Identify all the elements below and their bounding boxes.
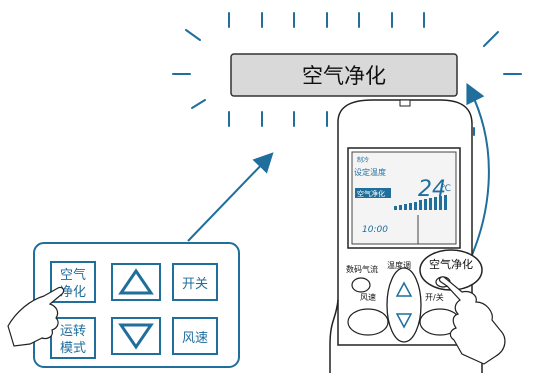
power-label: 开关 — [182, 277, 208, 292]
run-mode-label-1: 运转 — [60, 324, 86, 339]
control-panel: 空气 净化 开关 运转 模式 风速 — [7, 242, 240, 368]
fan-speed-button[interactable]: 风速 — [172, 317, 218, 355]
pressing-hand-icon — [438, 276, 506, 365]
lcd-temp-unit: ℃ — [441, 184, 451, 194]
power-button[interactable]: 开关 — [172, 263, 218, 301]
remote-up-arrow-icon — [395, 281, 413, 297]
lcd-fan-bars — [394, 195, 447, 210]
run-mode-label-2: 模式 — [60, 341, 86, 356]
lcd-air-clean-tag: 空气净化 — [357, 189, 385, 198]
remote-control: 制冷 设定温度 24 ℃ 空气净化 10:00 数码气流 温度调 风速 开/关 … — [329, 99, 506, 373]
remote-down-arrow-icon — [395, 313, 413, 329]
air-purify-label-1: 空气 — [60, 267, 86, 283]
mode-banner: 空气净化 — [230, 53, 458, 97]
remote-airflow-button[interactable] — [351, 277, 371, 293]
remote-temp-rocker[interactable] — [386, 267, 422, 343]
arrow-panel-to-banner — [187, 152, 274, 242]
remote-label-air-purify: 空气净化 — [429, 257, 473, 271]
lcd-air-clean-tag-bg — [355, 188, 391, 198]
remote-label-temp-adjust: 温度调 — [387, 260, 411, 270]
remote-fan-speed-button[interactable] — [347, 308, 389, 336]
pointing-hand-icon — [7, 286, 65, 347]
down-button[interactable] — [111, 317, 161, 355]
remote-label-fan-speed: 风速 — [360, 293, 376, 302]
lcd-mode: 制冷 — [357, 156, 369, 164]
banner-text: 空气净化 — [302, 64, 386, 88]
triangle-up-icon — [118, 268, 154, 295]
up-button[interactable] — [111, 263, 161, 301]
remote-label-digital-airflow: 数码气流 — [346, 264, 378, 274]
lcd-set-temp-label: 设定温度 — [354, 167, 386, 177]
air-purify-label-2: 净化 — [60, 285, 86, 300]
fan-speed-label: 风速 — [182, 331, 208, 346]
triangle-down-icon — [118, 323, 154, 350]
remote-label-power: 开/关 — [425, 292, 444, 302]
lcd-time: 10:00 — [362, 225, 388, 235]
